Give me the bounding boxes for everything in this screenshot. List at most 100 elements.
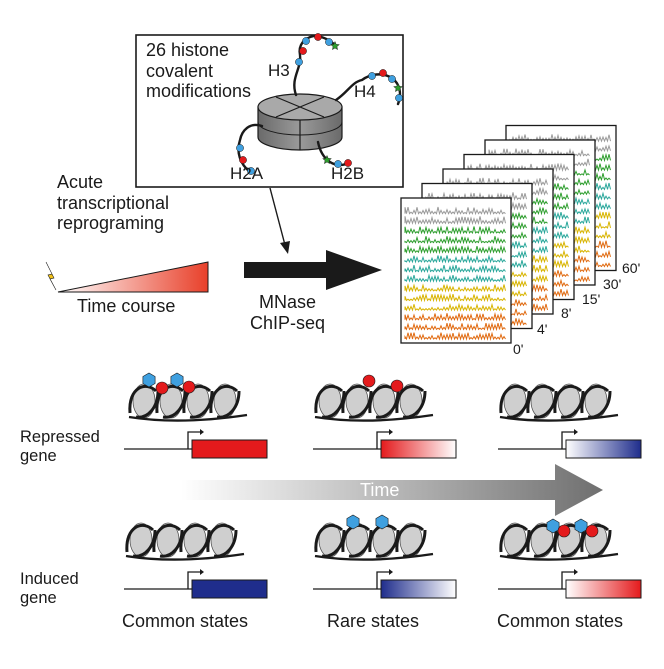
tail-mark [302,37,310,45]
repressed-state-1-nucleosome [186,383,210,419]
time-course-label: Time course [77,296,176,316]
box-title-line-2: covalent [146,60,214,81]
induced-state-2-gene-body [380,579,457,599]
tail-mark [247,167,255,175]
timepoint-30: 30' [603,276,622,292]
track-signal [404,283,506,293]
track-signal [404,254,506,264]
repressed-state-1-tss-arrowhead [200,429,204,435]
repressed-state-3-gene-body [565,439,642,459]
method-label: MNase ChIP-seq [250,292,325,333]
track-signal [404,312,506,322]
repressed-line-1: Repressed [20,428,100,446]
repressed-state-3-nucleosome [557,383,581,419]
induced-state-3-dna-wrap [506,529,531,558]
time-arrow-label: Time [360,480,400,500]
repressed-state-3-tss-arrow [561,431,574,449]
induced-state-3-mark [546,518,560,534]
induced-state-1-gene-body [191,579,268,599]
repressed-state-1-mark [155,381,169,395]
induced-gene-label: Induced gene [20,570,79,608]
track-signal [404,235,506,245]
repressed-state-3-nucleosome [530,383,554,419]
induced-state-1-nucleosome [183,522,207,558]
tail-mark [393,82,403,93]
repressed-state-1-dna-linker [128,413,248,422]
repressed-state-2-dna-wrap [341,385,371,414]
tail-mark [236,144,244,152]
tail-mark [330,40,340,51]
mnase-arrow [244,250,382,290]
box-down-arrow [269,187,286,246]
repressed-state-2-dna-wrap [321,390,346,419]
induced-state-1-tss-arrow [187,571,200,589]
state-label-1: Common states [122,611,249,631]
induced-state-1-dna-wrap [179,524,209,553]
repressed-state-3-dna-wrap [580,385,610,414]
timepoint-8: 8' [561,305,572,321]
box-title-line-1: 26 histone [146,40,230,60]
repressed-state-3-dna-wrap [587,390,612,419]
induced-state-3-dna-wrap [499,524,529,553]
repressed-state-1-mark [182,380,196,394]
state-label-3: Common states [497,611,624,631]
repressed-state-1-dna-wrap [209,385,239,414]
repressed-state-2-dna-wrap [395,385,425,414]
label-h3: H3 [268,61,290,80]
induced-state-2-dna-wrap [402,529,427,558]
gene-states [124,372,642,599]
induced-state-1-dna-wrap [125,524,155,553]
repressed-state-2-dna-wrap [348,390,373,419]
induced-line-2: gene [20,588,57,607]
time-arrow [181,464,603,516]
reprogramming-line-2: transcriptional [57,192,170,213]
induced-state-3-mark [585,524,599,538]
induced-state-2-dna-wrap [395,524,425,553]
induced-state-3-gene-body [565,579,642,599]
repressed-state-1-gene-body [191,439,268,459]
repressed-state-1-dna-wrap [128,385,158,414]
tail-mark [368,72,376,80]
induced-state-1-nucleosome [156,522,180,558]
track-signal [404,215,506,226]
track-signal [404,263,506,274]
tail-mark [334,160,342,168]
method-line-1: MNase [259,292,317,312]
repressed-state-3-dna-wrap [526,385,556,414]
repressed-state-3-dna-linker [499,413,619,422]
repressed-state-2-dna-wrap [375,390,400,419]
repressed-state-3-dna-wrap [533,390,558,419]
track-signal [404,273,506,283]
box-title: 26 histone covalent modifications [146,40,251,102]
tail-mark [299,47,307,55]
induced-state-1-dna-wrap [213,529,238,558]
induced-state-3-mark [574,518,588,534]
repressed-state-2-dna-wrap [314,385,344,414]
induced-state-2-dna-linker [314,552,434,561]
tail-mark [295,58,303,66]
timepoint-0: 0' [513,341,524,357]
state-label-2: Rare states [327,611,420,631]
track-signal [404,206,506,216]
induced-state-2-dna-wrap [375,529,400,558]
repressed-state-2-tss-arrow [376,431,389,449]
induced-state-1-dna-wrap [159,529,184,558]
lightning-icon [45,261,57,291]
reprogramming-line-1: Acute [57,172,104,192]
induced-state-2-mark [375,514,389,530]
repressed-state-3-tss-arrowhead [574,429,578,435]
induced-state-1-dna-linker [125,552,245,561]
induced-state-3-tss-arrowhead [574,569,578,575]
tail-mark [395,94,403,102]
repressed-state-1-mark [170,372,184,388]
induced-state-1-dna-wrap [132,529,157,558]
chipseq-track-stack [400,124,617,344]
label-h2b: H2B [331,164,364,183]
induced-state-3-dna-wrap [560,529,585,558]
induced-state-2-dna-wrap [348,529,373,558]
repressed-state-3-dna-wrap [506,390,531,419]
induced-state-1-dna-wrap [152,524,182,553]
repressed-state-2-tss-arrowhead [389,429,393,435]
timepoint-15: 15' [582,291,601,307]
